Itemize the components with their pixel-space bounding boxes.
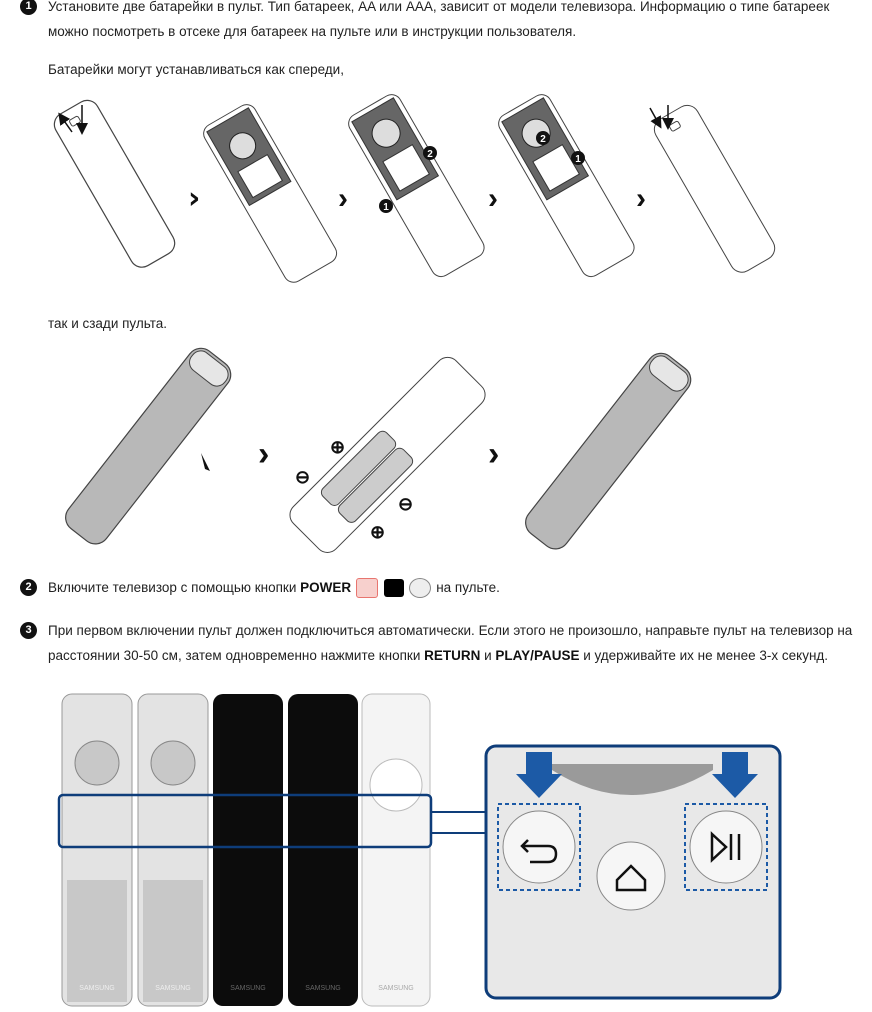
remote-closed-final	[653, 104, 776, 273]
pairing-illustration: SAMSUNG SAMSUNG SAMSUNG SAMSUNG SAMSUNG	[57, 693, 782, 1007]
remote-batteries-in	[348, 94, 485, 278]
play-pause-icon	[710, 831, 728, 863]
svg-text:⊖: ⊖	[295, 467, 310, 487]
arrow-icon: ›	[636, 182, 646, 215]
step-text: При первом включении пульт должен подклю…	[48, 618, 860, 668]
callout-1: 1	[383, 202, 389, 213]
step-number: 2	[20, 579, 37, 596]
arrow-icon: ›	[258, 435, 269, 473]
remote-back-open	[289, 356, 486, 553]
arrow-down-icon	[516, 774, 562, 798]
arrow-down-icon	[712, 774, 758, 798]
arrow-icon: ›	[488, 182, 498, 215]
return-label: RETURN	[424, 648, 481, 663]
remote-silver-1: SAMSUNG	[61, 693, 133, 1007]
front-install-illustration: › › 2 1 › 2 1 ›	[53, 94, 776, 283]
step-text-part: При первом включении пульт должен подклю…	[48, 623, 853, 663]
svg-text:⊕: ⊕	[370, 522, 385, 542]
svg-text:SAMSUNG: SAMSUNG	[79, 985, 114, 992]
front-caption: Батарейки могут устанавливаться как спер…	[48, 62, 344, 77]
remote-black-2: SAMSUNG	[288, 694, 358, 1006]
svg-text:SAMSUNG: SAMSUNG	[155, 985, 190, 992]
step-number: 1	[20, 0, 37, 15]
remote-black-1: SAMSUNG	[213, 694, 283, 1006]
remote-silver-2: SAMSUNG	[137, 693, 209, 1007]
arrow-icon: ›	[188, 181, 200, 216]
tv-button-icon	[409, 578, 432, 599]
step-text-part: Включите телевизор с помощью кнопки	[48, 580, 301, 595]
step-text-part: и удерживайте их не менее 3-х секунд.	[579, 648, 829, 663]
svg-text:SAMSUNG: SAMSUNG	[378, 985, 413, 992]
step-text-part: на пульте.	[432, 580, 500, 595]
remote-closed-front	[53, 99, 176, 268]
cursor-icon	[201, 453, 210, 471]
step-text: Установите две батарейки в пульт. Тип ба…	[48, 0, 830, 39]
remote-closing	[498, 94, 635, 278]
svg-text:⊖: ⊖	[398, 494, 413, 514]
arrow-icon: ›	[338, 182, 348, 215]
home-icon	[615, 864, 647, 892]
power-button-black-icon	[383, 579, 404, 598]
power-label: POWER	[300, 580, 352, 595]
remote-back-closed-final	[525, 352, 692, 550]
zoom-panel	[484, 744, 782, 1000]
back-install-illustration: › ⊕ ⊖ ⊖ ⊕ ›	[65, 347, 692, 553]
remote-open	[203, 104, 338, 283]
step-text: Включите телевизор с помощью кнопки POWE…	[48, 575, 860, 600]
svg-text:SAMSUNG: SAMSUNG	[305, 985, 340, 992]
svg-text:1: 1	[575, 154, 581, 165]
step-text-part: и	[480, 648, 496, 663]
svg-text:2: 2	[540, 134, 546, 145]
svg-text:⊕: ⊕	[330, 437, 345, 457]
svg-text:SAMSUNG: SAMSUNG	[230, 985, 265, 992]
remote-back-closed	[65, 347, 232, 545]
power-button-red-icon	[355, 578, 378, 599]
step-number: 3	[20, 622, 37, 639]
arrow-icon: ›	[488, 435, 499, 473]
back-caption: так и сзади пульта.	[48, 316, 168, 331]
callout-2: 2	[427, 149, 433, 160]
return-icon	[520, 839, 558, 864]
home-button	[596, 841, 666, 911]
highlight-frame	[57, 793, 433, 849]
remote-white: SAMSUNG	[361, 693, 431, 1007]
play-pause-label: PLAY/PAUSE	[495, 648, 580, 663]
